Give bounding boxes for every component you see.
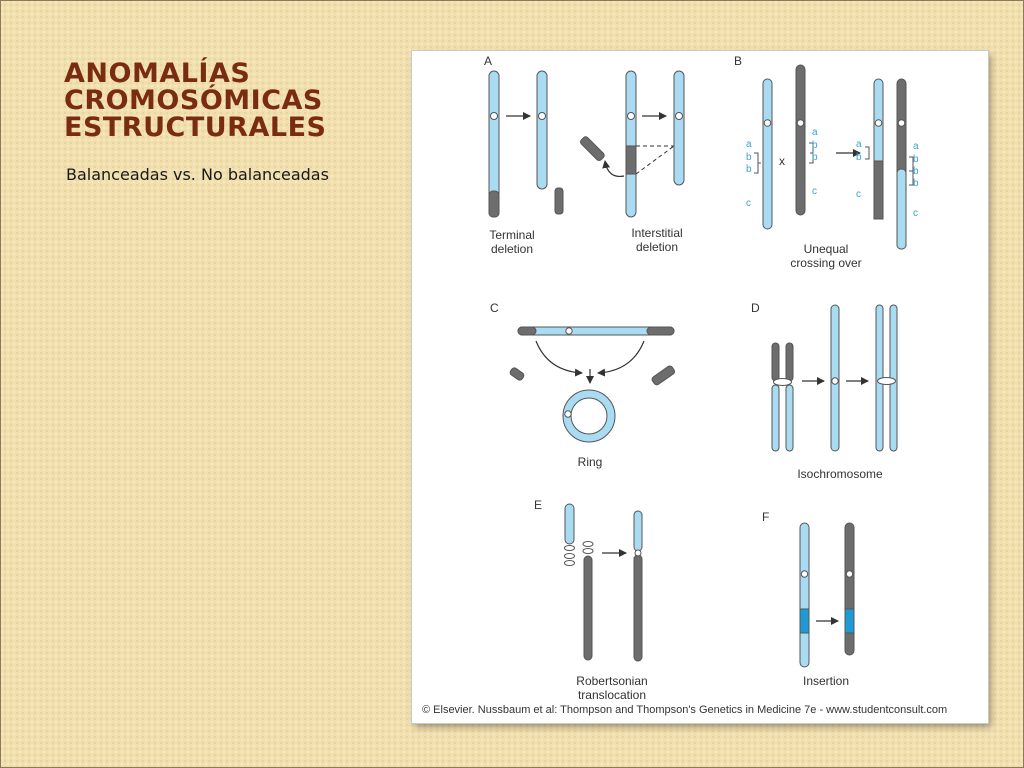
title-line-2: CROMOSÓMICAS	[64, 85, 323, 116]
slide-subtitle: Balanceadas vs. No balanceadas	[66, 165, 329, 184]
panel-c-ring: Ring	[509, 326, 676, 469]
panel-a-letter: A	[484, 54, 492, 68]
b-label-r2-c: c	[913, 208, 918, 219]
caption-insertion: Insertion	[803, 674, 849, 688]
panel-b-unequal-crossing-over: a b b c a b b c x a b c a b b b c U	[746, 64, 919, 270]
panel-e-robertsonian: Robertsonian translocation	[564, 503, 648, 702]
caption-terminal-2: deletion	[491, 242, 533, 256]
panel-a-interstitial-deletion: Interstitial deletion	[580, 70, 685, 254]
title-line-3: ESTRUCTURALES	[64, 112, 327, 143]
b-label-left-b1: b	[746, 152, 752, 163]
caption-terminal-1: Terminal	[489, 228, 534, 242]
caption-robertsonian-2: translocation	[578, 688, 646, 702]
panel-b-letter: B	[734, 54, 742, 68]
caption-robertsonian-1: Robertsonian	[576, 674, 647, 688]
b-label-r1-a: a	[856, 139, 862, 150]
panel-d-isochromosome: Isochromosome	[771, 304, 898, 481]
figure-credit: © Elsevier. Nussbaum et al: Thompson and…	[422, 704, 948, 716]
panel-f-insertion: Insertion	[799, 522, 855, 688]
panel-d-letter: D	[751, 301, 760, 315]
panel-f-letter: F	[762, 510, 769, 524]
caption-unequal-1: Unequal	[804, 242, 849, 256]
b-label-right-c: c	[812, 186, 817, 197]
figure-diagram: A B C D E F Terminal deletion	[484, 54, 919, 702]
caption-unequal-2: crossing over	[790, 256, 861, 270]
panel-e-letter: E	[534, 498, 542, 512]
b-label-right-b2: b	[812, 152, 818, 163]
b-label-r2-b2: b	[913, 166, 919, 177]
b-label-r1-c: c	[856, 189, 861, 200]
b-label-r2-b1: b	[913, 154, 919, 165]
b-label-r2-a: a	[913, 141, 919, 152]
b-label-right-a: a	[812, 127, 818, 138]
slide-title: ANOMALÍAS CROMOSÓMICAS ESTRUCTURALES	[64, 60, 326, 141]
panel-a-terminal-deletion: Terminal deletion	[488, 70, 564, 256]
panel-c-letter: C	[490, 301, 499, 315]
b-label-left-b2: b	[746, 164, 752, 175]
b-label-r2-b3: b	[913, 178, 919, 189]
title-line-1: ANOMALÍAS	[64, 58, 251, 89]
b-crossover-marker: x	[779, 154, 785, 168]
b-label-left-a: a	[746, 139, 752, 150]
b-label-right-b1: b	[812, 140, 818, 151]
b-label-r1-b: b	[856, 152, 862, 163]
caption-interstitial-1: Interstitial	[631, 226, 682, 240]
caption-interstitial-2: deletion	[636, 240, 678, 254]
caption-ring: Ring	[578, 455, 603, 469]
chromosome-anomalies-figure: A B C D E F Terminal deletion	[412, 51, 988, 723]
b-label-left-c: c	[746, 198, 751, 209]
caption-isochromosome: Isochromosome	[797, 467, 883, 481]
